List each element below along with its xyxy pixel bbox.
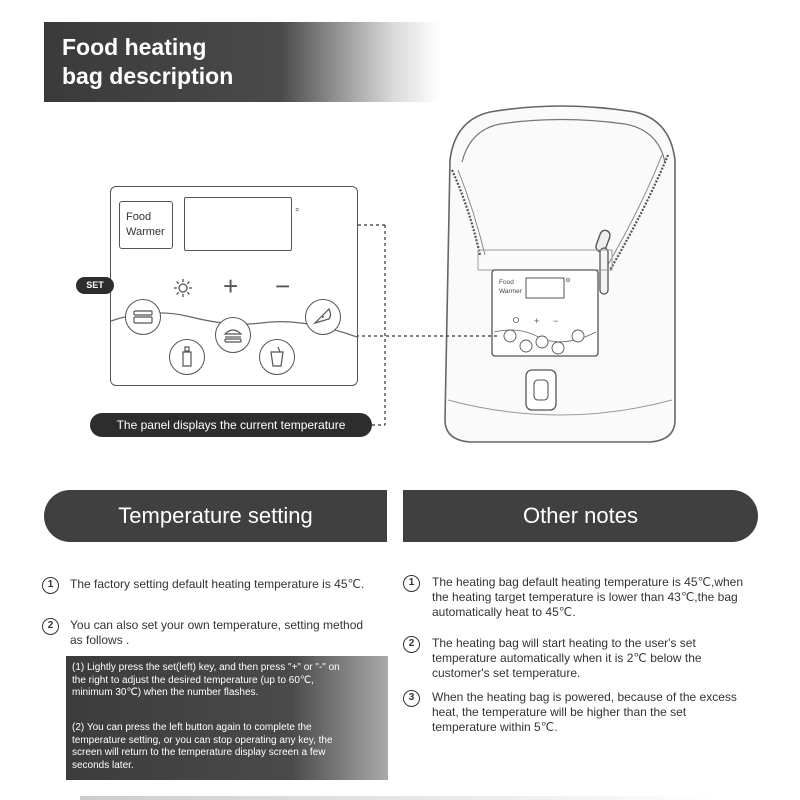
- drink-mode-button[interactable]: [259, 339, 295, 375]
- pizza-mode-button[interactable]: [305, 299, 341, 335]
- bag-mini-panel: [491, 269, 599, 357]
- heating-bag-illustration: Food Warmer + −: [444, 105, 676, 443]
- note-badge-3: 3: [403, 690, 420, 707]
- temperature-display: [184, 197, 292, 251]
- set-label-badge: SET: [76, 277, 114, 294]
- title-line-1: Food heating: [62, 34, 207, 60]
- other-note-3: When the heating bag is powered, because…: [432, 690, 737, 734]
- burger-mode-button[interactable]: [215, 317, 251, 353]
- title-line-2: bag description: [62, 63, 234, 89]
- number-badge-2: 2: [42, 618, 59, 635]
- degree-indicator: °: [295, 207, 300, 219]
- minus-button[interactable]: −: [275, 271, 291, 301]
- food-warmer-label-line-2: Warmer: [126, 226, 165, 238]
- burger-icon: [223, 329, 243, 343]
- control-panel: Food Warmer ° + −: [110, 186, 358, 386]
- food-warmer-label-line-1: Food: [126, 211, 152, 223]
- other-note-1: The heating bag default heating temperat…: [432, 575, 744, 619]
- temp-setting-item-1: The factory setting default heating temp…: [70, 577, 365, 591]
- panel-caption: The panel displays the current temperatu…: [90, 413, 372, 437]
- drink-cup-icon: [270, 346, 284, 367]
- baby-bottle-mode-button[interactable]: [169, 339, 205, 375]
- header-banner: Food heating bag description: [44, 22, 439, 102]
- page-title: Food heating bag description: [62, 33, 233, 91]
- zipper-left: [450, 169, 482, 256]
- set-gear-icon[interactable]: [173, 278, 193, 298]
- temp-setting-item-2: You can also set your own temperature, s…: [70, 618, 364, 647]
- baby-bottle-icon: [182, 346, 192, 367]
- bag-panel-label-1: Food: [499, 279, 514, 286]
- svg-text:−: −: [553, 316, 558, 326]
- svg-text:+: +: [534, 316, 539, 326]
- setting-steps-box: (1) Lightly press the set(left) key, and…: [66, 656, 388, 780]
- zipper-right: [609, 154, 670, 271]
- bag-panel-label-2: Warmer: [499, 288, 523, 295]
- plus-button[interactable]: +: [223, 271, 239, 301]
- lunchbox-icon: [133, 310, 153, 324]
- lunchbox-mode-button[interactable]: [125, 299, 161, 335]
- note-badge-1: 1: [403, 575, 420, 592]
- food-warmer-label: Food Warmer: [119, 201, 173, 249]
- setting-step-1: (1) Lightly press the set(left) key, and…: [72, 662, 340, 698]
- setting-step-2: (2) You can press the left button again …: [72, 722, 333, 771]
- other-note-2: The heating bag will start heating to th…: [432, 636, 702, 680]
- number-badge-1: 1: [42, 577, 59, 594]
- pizza-icon: [313, 307, 332, 325]
- zipper-pull: [595, 229, 611, 253]
- bottom-divider: [80, 796, 720, 800]
- other-notes-header: Other notes: [403, 490, 758, 542]
- note-badge-2: 2: [403, 636, 420, 653]
- temperature-setting-header: Temperature setting: [44, 490, 387, 542]
